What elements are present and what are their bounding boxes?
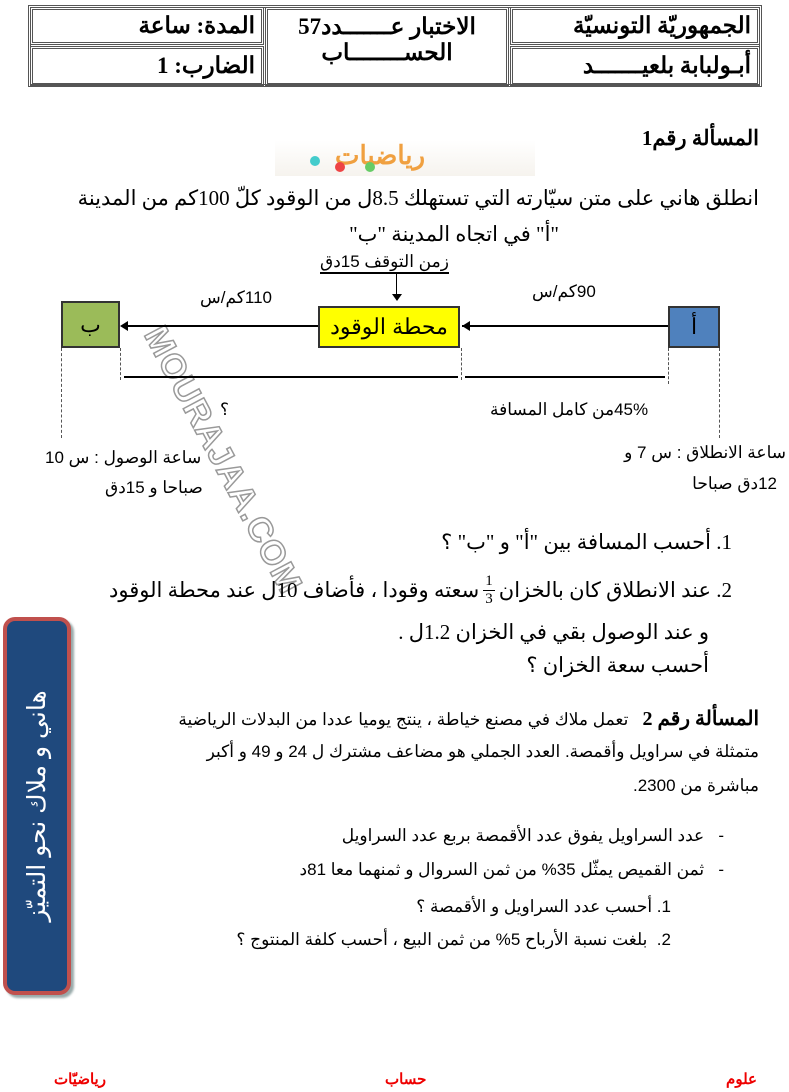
logo-text: رياضيات (335, 140, 426, 170)
problem2-line3: مباشرة من 2300. (632, 776, 759, 795)
fraction-denominator: 3 (485, 591, 493, 607)
segment-line-2 (124, 325, 318, 327)
fraction-numerator: 1 (483, 573, 495, 591)
header-country: الجمهوريّة التونسيّة (510, 7, 760, 45)
fraction: 1 3 (483, 573, 495, 608)
footer-right: علوم (726, 1071, 757, 1088)
departure-line1: ساعة الانطلاق : س 7 و (624, 443, 786, 462)
header-coefficient: الضارب: 1 (30, 46, 264, 86)
dimension-line-1 (465, 376, 665, 378)
side-banner-text: هاني و ملاك نحو التميّز (23, 690, 51, 922)
speed-2: 110كم/س (200, 288, 272, 307)
bullet-1: - عدد السراويل يفوق عدد الأقمصة بربع عدد… (341, 826, 724, 845)
part-2-label: ؟ (220, 400, 230, 419)
problem2-line1: تعمل ملاك في مصنع خياطة ، ينتج يوميا عدد… (178, 710, 629, 729)
part-1-label: 45%من كامل المسافة (490, 400, 649, 419)
question-2-line3: أحسب سعة الخزان ؟ (526, 653, 709, 677)
arrival-line2: صباحا و 15دق (105, 478, 203, 497)
bullet-2: - ثمن القميص يمثّل 35% من ثمن السروال و … (299, 860, 724, 879)
problem1-line1: انطلق هاني على متن سيّارته التي تستهلك 8… (77, 186, 759, 210)
stop-time-label: زمن التوقف 15دق (320, 252, 449, 274)
dimension-line-2 (124, 376, 458, 378)
arrival-line1: ساعة الوصول : س 10 (45, 448, 202, 467)
problem2-intro: المسألة رقم 2 تعمل ملاك في مصنع خياطة ، … (178, 706, 759, 731)
question-1: 1. أحسب المسافة بين "أ" و "ب" ؟ (441, 530, 732, 554)
question-2: 2. عند الانطلاق كان بالخزان 1 3 سعته وقو… (109, 573, 732, 608)
city-a-box: أ (668, 306, 720, 348)
exam-title: الاختبار عـــــــدد57 (298, 14, 476, 39)
arrow-head-icon (392, 294, 402, 301)
stop-arrow (396, 273, 397, 299)
problem1-line2: "أ" في اتجاه المدينة "ب" (349, 222, 559, 246)
logo-image: رياضيات (275, 140, 535, 176)
header-school: أبـولبابة بلعيـــــــد (510, 46, 760, 86)
side-banner: هاني و ملاك نحو التميّز (3, 617, 71, 995)
problem2-line2: متمثلة في سراويل وأقمصة. العدد الجملي هو… (206, 742, 759, 761)
departure-line2: 12دق صباحا (692, 474, 777, 493)
question-2-part-b: سعته وقودا ، فأضاف 10ل عند محطة الوقود (109, 578, 480, 602)
problem2-question-2: 2. بلغت نسبة الأرباح 5% من ثمن البيع ، أ… (236, 930, 671, 949)
header-duration: المدة: ساعة (30, 7, 264, 45)
arrow-head-icon (462, 321, 470, 331)
city-b-box: ب (61, 301, 120, 348)
question-2-line2: و عند الوصول بقي في الخزان 1.2ل . (398, 620, 709, 644)
speed-1: 90كم/س (532, 282, 596, 301)
arrow-head-icon (120, 321, 128, 331)
segment-line-1 (462, 325, 668, 327)
problem1-title: المسألة رقم1 (641, 126, 759, 150)
header-exam: الاختبار عـــــــدد57 الحســــــــاب (265, 7, 509, 86)
station-box: محطة الوقود (318, 306, 460, 348)
footer-center: حساب (385, 1071, 427, 1088)
question-2-part-a: 2. عند الانطلاق كان بالخزان (498, 578, 732, 602)
footer-left: رياضيّات (54, 1071, 106, 1088)
problem2-title: المسألة رقم 2 (642, 708, 760, 730)
exam-subject: الحســــــــاب (321, 40, 453, 65)
problem2-question-1: 1. أحسب عدد السراويل و الأقمصة ؟ (416, 897, 671, 916)
